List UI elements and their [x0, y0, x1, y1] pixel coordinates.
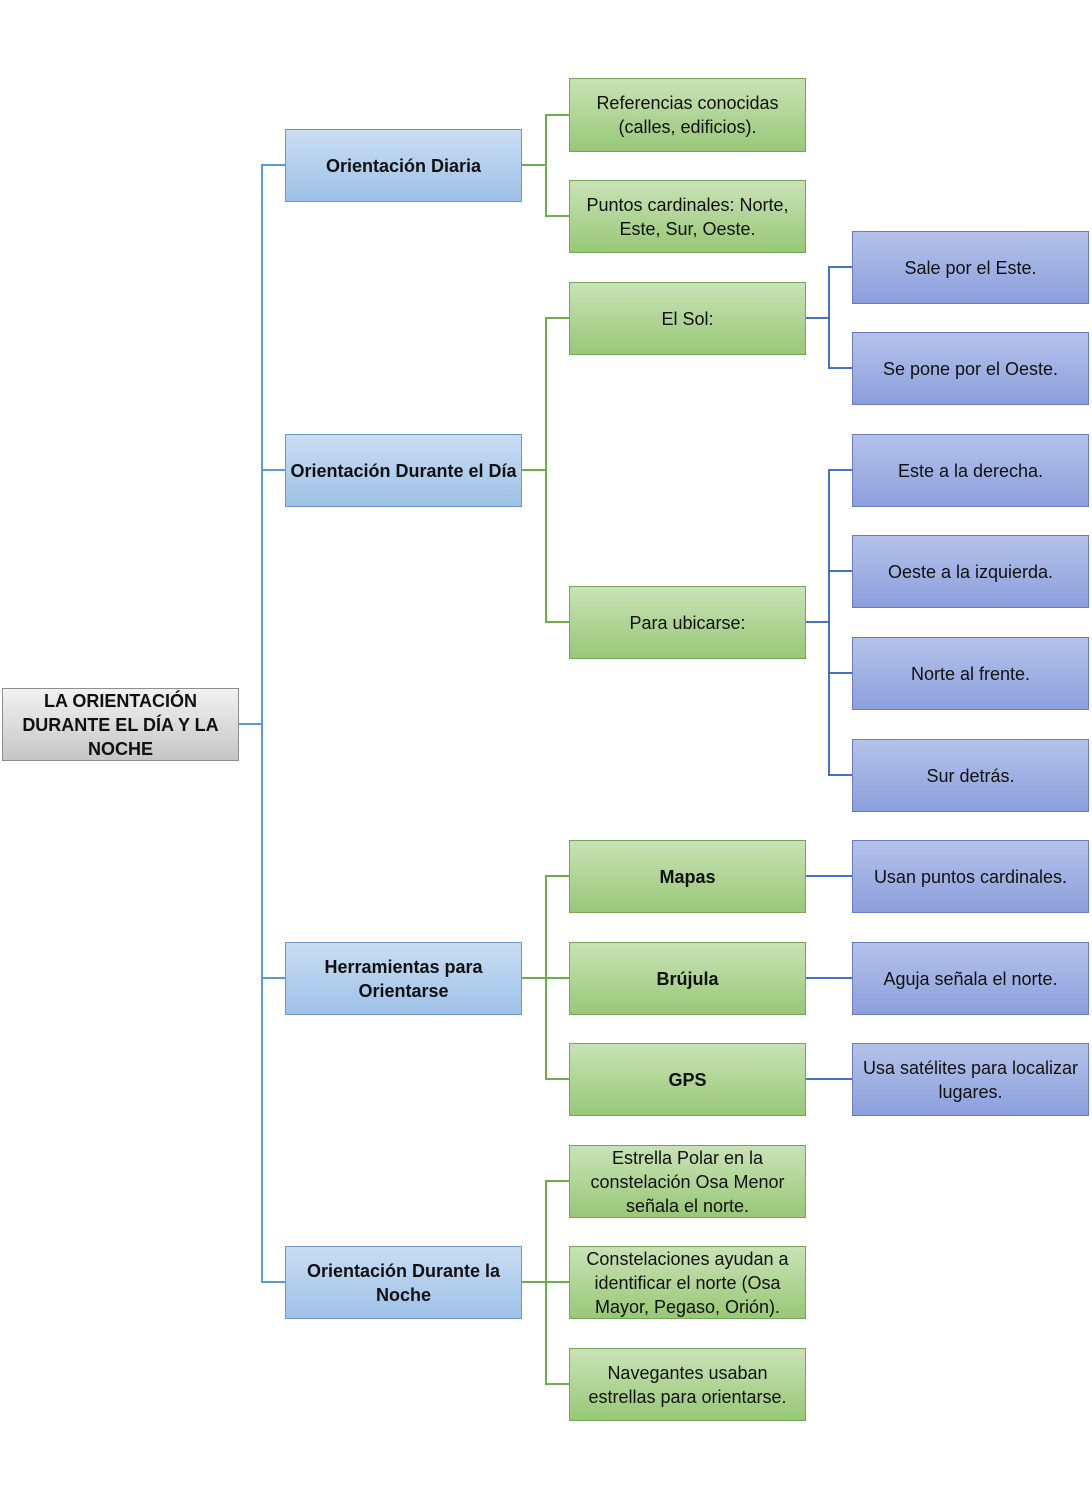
node-label: Brújula	[656, 968, 719, 989]
node-navegantes: Navegantes usaban estrellas para orienta…	[569, 1348, 806, 1421]
branch-label: Orientación Diaria	[325, 155, 482, 176]
node-gps: GPS	[569, 1043, 806, 1116]
node-label: Mapas	[659, 866, 716, 887]
leaf-label: Usan puntos cardinales.	[873, 866, 1068, 887]
node-estrella-polar: Estrella Polar en la constelación Osa Me…	[569, 1145, 806, 1218]
node-label: Para ubicarse:	[629, 612, 746, 633]
branch-connector	[522, 1281, 569, 1385]
leaf-pone-oeste: Se pone por el Oeste.	[852, 332, 1089, 405]
leaf-norte-frente: Norte al frente.	[852, 637, 1089, 710]
leaf-mapas-detalle: Usan puntos cardinales.	[852, 840, 1089, 913]
node-label: Puntos cardinales: Norte, Este, Sur, Oes…	[586, 194, 789, 239]
node-label: GPS	[668, 1069, 707, 1090]
node-label: Referencias conocidas (calles, edificios…	[596, 93, 779, 137]
leaf-oeste-izquierda: Oeste a la izquierda.	[852, 535, 1089, 608]
branch-connector	[522, 317, 569, 471]
branch-herramientas: Herramientas para Orientarse	[285, 942, 522, 1015]
node-puntos-cardinales: Puntos cardinales: Norte, Este, Sur, Oes…	[569, 180, 806, 253]
leaf-connector	[806, 621, 852, 776]
leaf-gps-detalle: Usa satélites para localizar lugares.	[852, 1043, 1089, 1116]
node-brujula: Brújula	[569, 942, 806, 1015]
leaf-label: Este a la derecha.	[897, 460, 1044, 481]
leaf-este-derecha: Este a la derecha.	[852, 434, 1089, 507]
branch-connector	[522, 875, 569, 979]
node-label: Navegantes usaban estrellas para orienta…	[588, 1362, 787, 1407]
root-node: LA ORIENTACIÓN DURANTE EL DÍA Y LA NOCHE	[2, 688, 239, 761]
leaf-connector	[806, 317, 852, 369]
branch-connector	[522, 164, 569, 217]
root-connector	[239, 723, 285, 1283]
branch-label: Orientación Durante el Día	[290, 460, 517, 481]
leaf-label: Sale por el Este.	[904, 257, 1037, 278]
node-para-ubicarse: Para ubicarse:	[569, 586, 806, 659]
node-el-sol: El Sol:	[569, 282, 806, 355]
leaf-brujula-detalle: Aguja señala el norte.	[852, 942, 1089, 1015]
node-referencias: Referencias conocidas (calles, edificios…	[569, 78, 806, 152]
leaf-label: Aguja señala el norte.	[883, 968, 1058, 989]
branch-connector	[522, 469, 569, 623]
branch-connector	[522, 114, 569, 166]
leaf-label: Se pone por el Oeste.	[882, 358, 1059, 379]
leaf-connector	[806, 570, 852, 623]
branch-orientacion-dia: Orientación Durante el Día	[285, 434, 522, 507]
branch-orientacion-diaria: Orientación Diaria	[285, 129, 522, 202]
node-constelaciones: Constelaciones ayudan a identificar el n…	[569, 1246, 806, 1319]
root-label: LA ORIENTACIÓN DURANTE EL DÍA Y LA NOCHE	[22, 690, 219, 759]
node-label: Constelaciones ayudan a identificar el n…	[586, 1248, 789, 1317]
branch-label: Herramientas para Orientarse	[324, 956, 483, 1001]
leaf-label: Usa satélites para localizar lugares.	[862, 1057, 1079, 1102]
branch-connector	[522, 1180, 569, 1283]
leaf-sur-detras: Sur detrás.	[852, 739, 1089, 812]
branch-connector	[522, 977, 569, 1080]
leaf-label: Norte al frente.	[910, 663, 1031, 684]
branch-label: Orientación Durante la Noche	[306, 1260, 501, 1305]
node-label: Estrella Polar en la constelación Osa Me…	[590, 1147, 785, 1216]
node-mapas: Mapas	[569, 840, 806, 913]
root-connector	[239, 469, 285, 725]
leaf-connector	[806, 266, 852, 319]
node-label: El Sol:	[661, 308, 714, 329]
leaf-label: Oeste a la izquierda.	[887, 561, 1054, 582]
branch-orientacion-noche: Orientación Durante la Noche	[285, 1246, 522, 1319]
leaf-sale-este: Sale por el Este.	[852, 231, 1089, 304]
leaf-label: Sur detrás.	[926, 765, 1015, 786]
